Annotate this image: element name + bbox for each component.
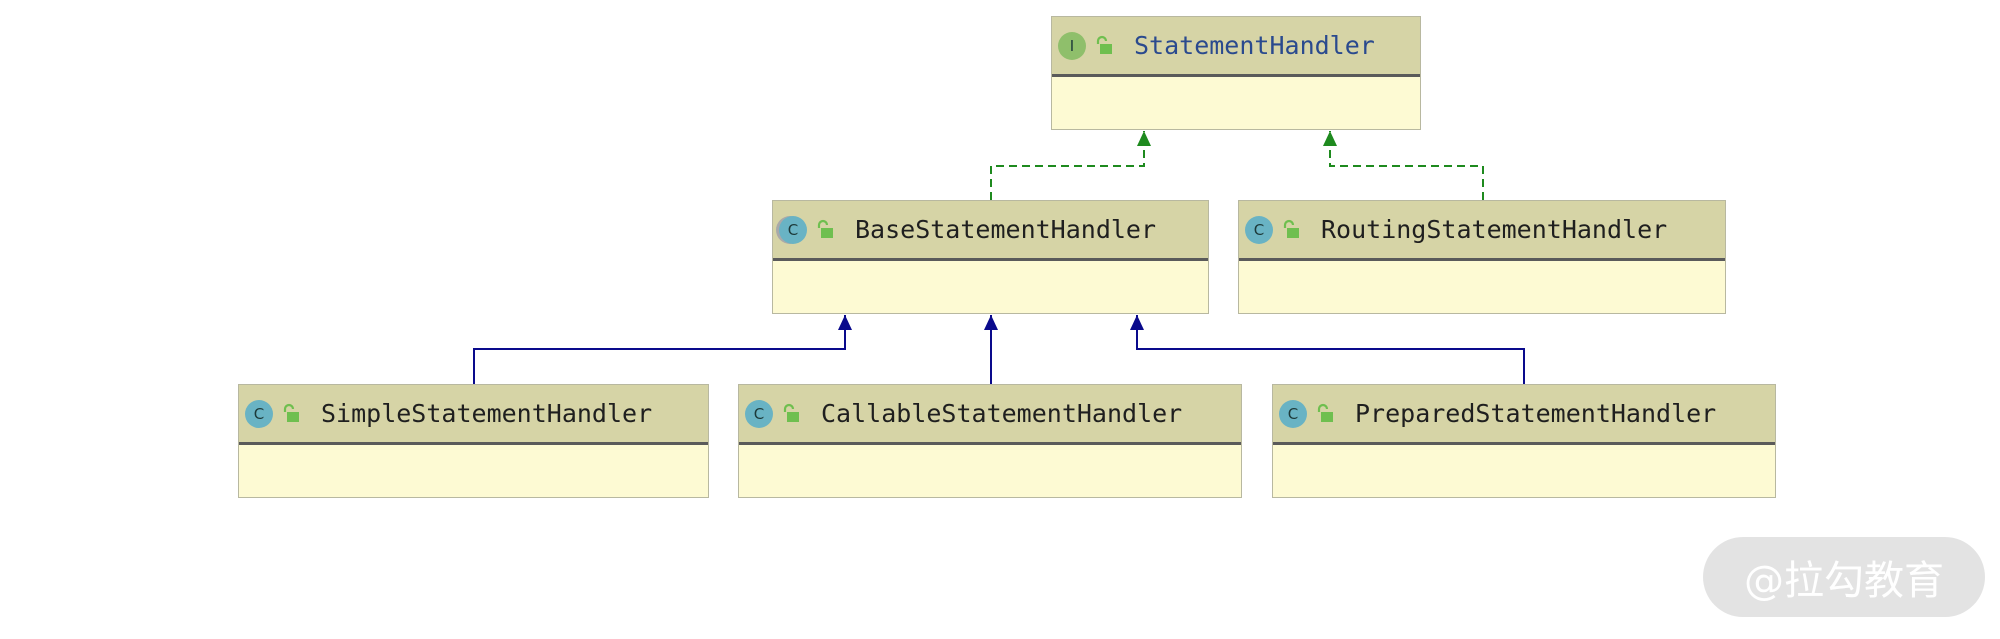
node-body bbox=[739, 445, 1241, 496]
arrowhead-icon bbox=[984, 315, 998, 330]
arrowhead-icon bbox=[1323, 131, 1337, 146]
lock-icon bbox=[1283, 219, 1299, 238]
node-header: C RoutingStatementHandler bbox=[1239, 201, 1725, 261]
lock-icon bbox=[783, 403, 799, 422]
simple-statement-handler-node[interactable]: C SimpleStatementHandler bbox=[238, 384, 709, 498]
interface-badge-icon: I bbox=[1058, 31, 1086, 60]
class-badge-icon: C bbox=[1279, 399, 1307, 428]
node-header: C BaseStatementHandler bbox=[773, 201, 1208, 261]
lock-icon bbox=[1317, 403, 1333, 422]
node-body bbox=[1239, 261, 1725, 312]
prepared-statement-handler-node[interactable]: C PreparedStatementHandler bbox=[1272, 384, 1776, 498]
callable-statement-handler-node[interactable]: C CallableStatementHandler bbox=[738, 384, 1242, 498]
node-header: C CallableStatementHandler bbox=[739, 385, 1241, 445]
node-header: C PreparedStatementHandler bbox=[1273, 385, 1775, 445]
node-name: CallableStatementHandler bbox=[821, 399, 1183, 428]
arrowhead-icon bbox=[1137, 131, 1151, 146]
watermark: @拉勾教育 bbox=[1703, 537, 1985, 617]
class-badge-icon: C bbox=[745, 399, 773, 428]
arrowhead-icon bbox=[838, 315, 852, 330]
node-body bbox=[1273, 445, 1775, 496]
arrowhead-icon bbox=[1130, 315, 1144, 330]
class-badge-icon: C bbox=[779, 215, 807, 244]
node-body bbox=[239, 445, 708, 496]
node-header: I StatementHandler bbox=[1052, 17, 1420, 77]
node-name: StatementHandler bbox=[1134, 31, 1375, 60]
node-body bbox=[1052, 77, 1420, 128]
lock-icon bbox=[283, 403, 299, 422]
node-body bbox=[773, 261, 1208, 312]
base-statement-handler-node[interactable]: C BaseStatementHandler bbox=[772, 200, 1209, 314]
implements-edge-routing-statement-handler bbox=[1329, 131, 1484, 200]
node-name: BaseStatementHandler bbox=[855, 215, 1157, 244]
node-name: PreparedStatementHandler bbox=[1355, 399, 1717, 428]
class-badge-icon: C bbox=[1245, 215, 1273, 244]
class-badge-icon: C bbox=[245, 399, 273, 428]
extends-edge-simple-statement-handler bbox=[473, 315, 846, 384]
node-name: RoutingStatementHandler bbox=[1321, 215, 1668, 244]
statement-handler-node[interactable]: I StatementHandler bbox=[1051, 16, 1421, 130]
implements-edge-base-statement-handler bbox=[990, 131, 1145, 200]
routing-statement-handler-node[interactable]: C RoutingStatementHandler bbox=[1238, 200, 1726, 314]
node-name: SimpleStatementHandler bbox=[321, 399, 653, 428]
node-header: C SimpleStatementHandler bbox=[239, 385, 708, 445]
extends-edge-prepared-statement-handler bbox=[1136, 315, 1525, 384]
lock-icon bbox=[817, 219, 833, 238]
lock-icon bbox=[1096, 35, 1112, 54]
